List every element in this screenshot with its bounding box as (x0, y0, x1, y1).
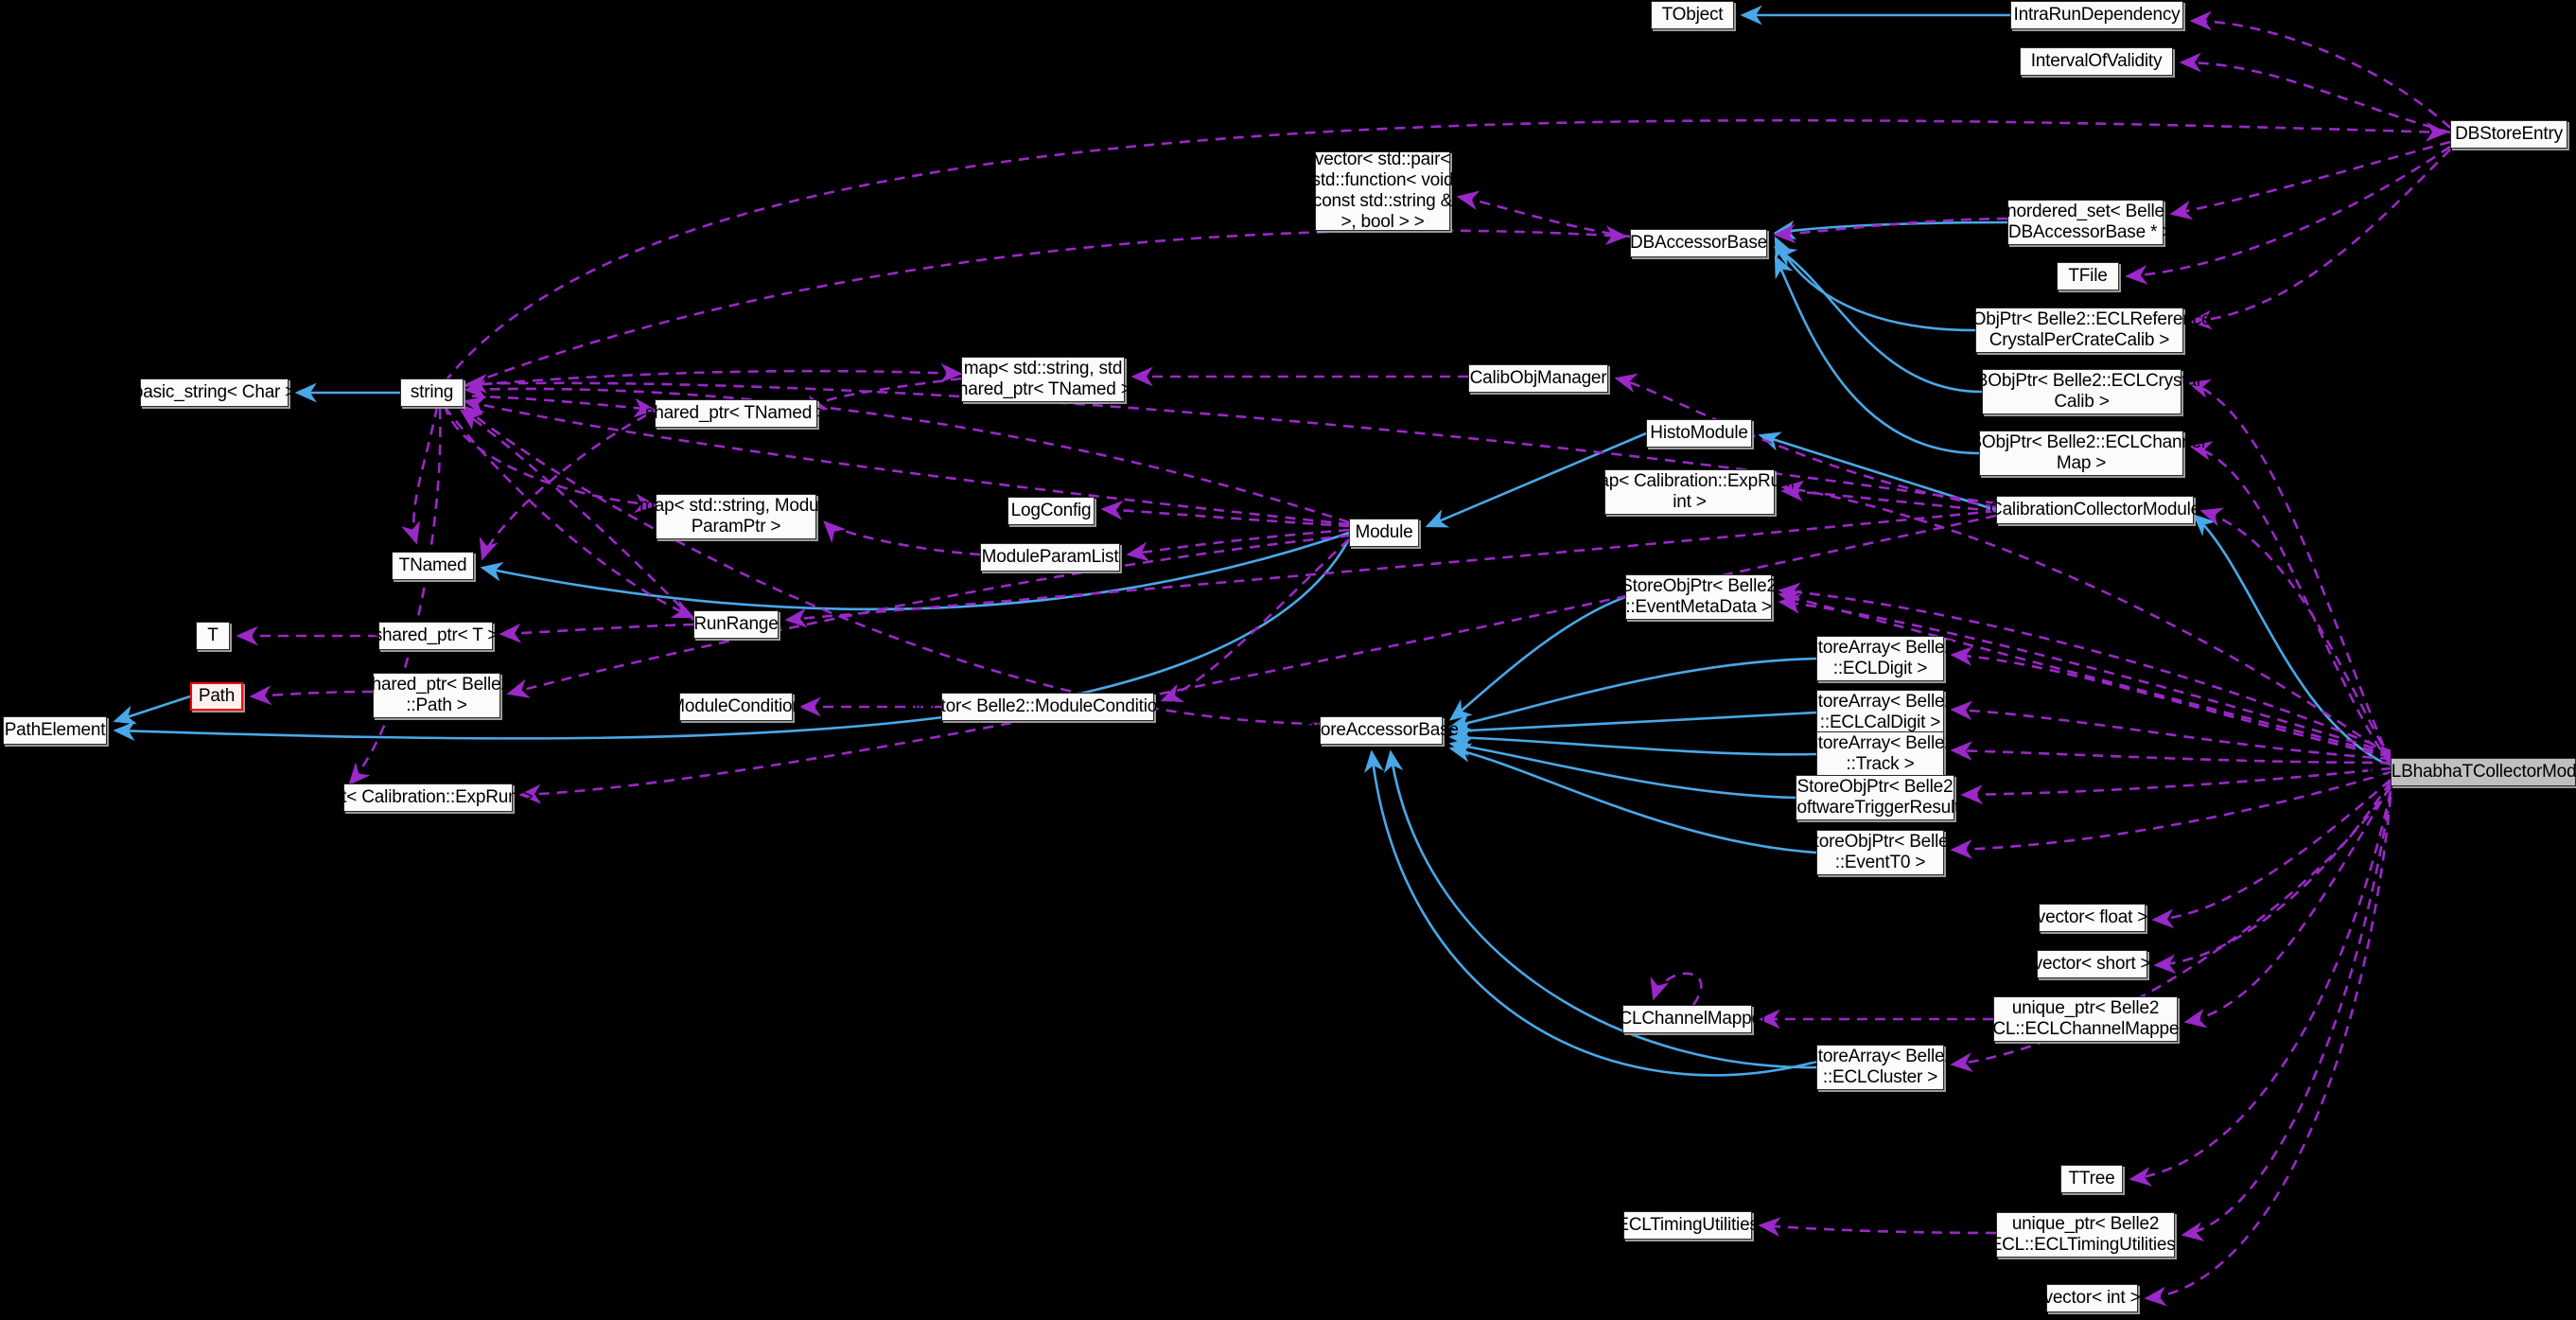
node-string[interactable]: string (400, 378, 464, 407)
node-uniquetiming[interactable]: unique_ptr< Belle2 ::ECL::ECLTimingUtili… (1980, 1212, 2191, 1258)
node-mapexprunint[interactable]: map< Calibration::ExpRun, int > (1585, 469, 1795, 515)
node-storeobjt0[interactable]: StoreObjPtr< Belle2 ::EventT0 > (1802, 830, 1958, 875)
node-vecshort[interactable]: vector< short > (2034, 950, 2151, 978)
node-intrarun[interactable]: IntraRunDependency (2010, 1, 2183, 29)
node-runrange[interactable]: RunRange (693, 610, 779, 639)
node-basicstring[interactable]: basic_string< Char > (133, 378, 295, 407)
node-tparam[interactable]: T (196, 622, 230, 650)
node-calibobjmgr[interactable]: CalibObjManager (1468, 364, 1608, 393)
node-tnamed[interactable]: TNamed (392, 552, 474, 580)
node-uniquechanmap[interactable]: unique_ptr< Belle2 ::ECL::ECLChannelMapp… (1971, 996, 2200, 1042)
node-storearrcaldig[interactable]: StoreArray< Belle2 ::ECLCalDigit > (1806, 690, 1954, 735)
node-ttree[interactable]: TTree (2060, 1165, 2123, 1193)
node-ecltiming[interactable]: ECLTimingUtilities (1617, 1211, 1759, 1240)
node-vecpair[interactable]: vector< std::pair< std::function< void (… (1306, 149, 1459, 233)
node-histomodule[interactable]: HistoModule (1646, 419, 1752, 448)
node-mapmoduleparam[interactable]: map< std::string, Module ParamPtr > (640, 494, 832, 539)
node-dbobjcrystal[interactable]: DBObjPtr< Belle2::ECLCrystal Calib > (1963, 369, 2200, 414)
node-eclchanmapper[interactable]: ECLChannelMapper (1607, 1005, 1767, 1033)
node-iov[interactable]: IntervalOfValidity (2020, 47, 2173, 76)
node-tfile[interactable]: TFile (2057, 262, 2119, 290)
node-unorderedset[interactable]: unordered_set< Belle2 ::DBAccessorBase *… (1997, 200, 2174, 245)
node-vecint[interactable]: vector< int > (2044, 1284, 2141, 1312)
node-dbobjchannel[interactable]: DBObjPtr< Belle2::ECLChannel Map > (1957, 431, 2205, 476)
node-sharedt[interactable]: shared_ptr< T > (374, 622, 498, 650)
node-moduleparamlist[interactable]: ModuleParamList (980, 543, 1120, 572)
node-sharedtnamed[interactable]: shared_ptr< TNamed > (645, 399, 827, 428)
node-storeobjmeta[interactable]: StoreObjPtr< Belle2 ::EventMetaData > (1621, 574, 1777, 620)
node-eclbhabha[interactable]: ECLBhabhaTCollectorModule (2367, 758, 2576, 786)
node-modulecond[interactable]: ModuleCondition (670, 693, 802, 721)
node-vecfloat[interactable]: vector< float > (2037, 904, 2147, 932)
node-tobject[interactable]: TObject (1651, 1, 1734, 29)
node-logconfig[interactable]: LogConfig (1008, 497, 1095, 525)
node-storearrtrack[interactable]: StoreArray< Belle2 ::Track > (1806, 731, 1954, 777)
node-storeobjstr[interactable]: StoreObjPtr< Belle2 ::SoftwareTriggerRes… (1776, 775, 1974, 820)
node-sharedpath[interactable]: shared_ptr< Belle2 ::Path > (362, 673, 511, 718)
node-calibcollector[interactable]: CalibrationCollectorModule (1989, 496, 2200, 524)
node-storearrcluster[interactable]: StoreArray< Belle2 ::ECLCluster > (1806, 1045, 1954, 1090)
node-storeaccessor[interactable]: StoreAccessorBase (1304, 716, 1459, 745)
node-path[interactable]: Path (190, 682, 243, 711)
node-dbaccessorbase[interactable]: DBAccessorBase (1630, 229, 1767, 257)
node-storearrdigit[interactable]: StoreArray< Belle2 ::ECLDigit > (1806, 636, 1954, 681)
node-dbobjref[interactable]: DBObjPtr< Belle2::ECLReference CrystalPe… (1948, 308, 2212, 353)
node-mapstrtnamed[interactable]: map< std::string, std ::shared_ptr< TNam… (939, 357, 1147, 402)
node-pathelement[interactable]: PathElement (3, 716, 107, 745)
node-dbstoreentry[interactable]: DBStoreEntry (2450, 120, 2567, 149)
node-vecmodulecond[interactable]: vector< Belle2::ModuleCondition > (914, 693, 1183, 721)
node-module[interactable]: Module (1349, 519, 1419, 547)
node-setexprun[interactable]: set< Calibration::ExpRun > (324, 783, 534, 812)
